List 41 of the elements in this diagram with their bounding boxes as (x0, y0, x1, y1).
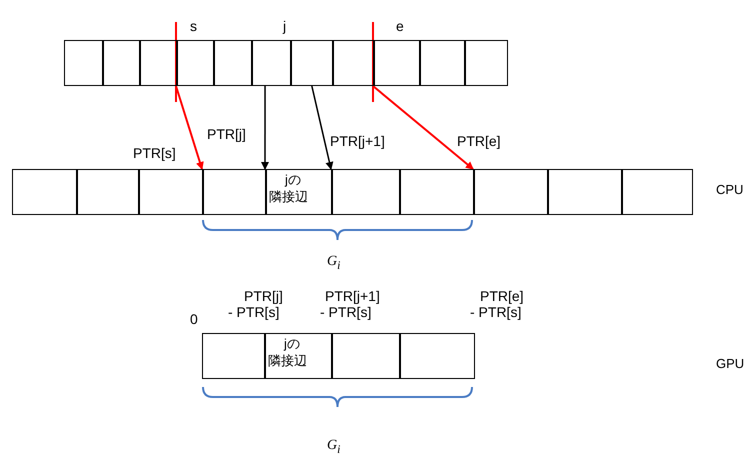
arrow (175, 86, 204, 170)
edge-label: PTR[j+1] (330, 133, 385, 149)
cell-text: jの隣接辺 (269, 171, 309, 205)
array-cell (547, 169, 622, 215)
offset-label: PTR[j] - PTR[s] (228, 288, 284, 320)
array-cell (139, 40, 178, 86)
edge-label: PTR[s] (133, 145, 176, 161)
arrow (372, 85, 474, 170)
cell-text: jの隣接辺 (268, 335, 308, 369)
arrow (311, 86, 334, 170)
array-cell (251, 40, 292, 86)
array-cell (373, 40, 420, 86)
array-cell (290, 40, 334, 86)
array-cell (76, 169, 140, 215)
array-cell (332, 40, 374, 86)
array-cell (138, 169, 204, 215)
offset-label: PTR[j+1] - PTR[s] (320, 288, 381, 320)
array-cell (102, 40, 140, 86)
array-cell (419, 40, 466, 86)
array-cell (176, 40, 214, 86)
array-cell (464, 40, 508, 86)
array-cell (213, 40, 252, 86)
arrow (261, 86, 269, 170)
array-cell (399, 169, 474, 215)
array-cell (621, 169, 692, 215)
offset-label: PTR[e] - PTR[s] (470, 288, 525, 320)
group-label: G$_{i}$ (327, 438, 340, 455)
array-cell (264, 333, 332, 379)
array-cell (265, 169, 332, 215)
array-cell (202, 333, 266, 379)
offset-label: 0 (190, 311, 198, 327)
edge-label: PTR[e] (457, 133, 501, 149)
array-cell (202, 169, 266, 215)
array-cell (473, 169, 548, 215)
array-cell (12, 169, 78, 215)
index-label: j (283, 18, 286, 34)
array-cell (64, 40, 104, 86)
array-cell (331, 333, 400, 379)
array-cell (399, 333, 474, 379)
edge-label: PTR[j] (207, 126, 246, 142)
array-cell (331, 169, 400, 215)
